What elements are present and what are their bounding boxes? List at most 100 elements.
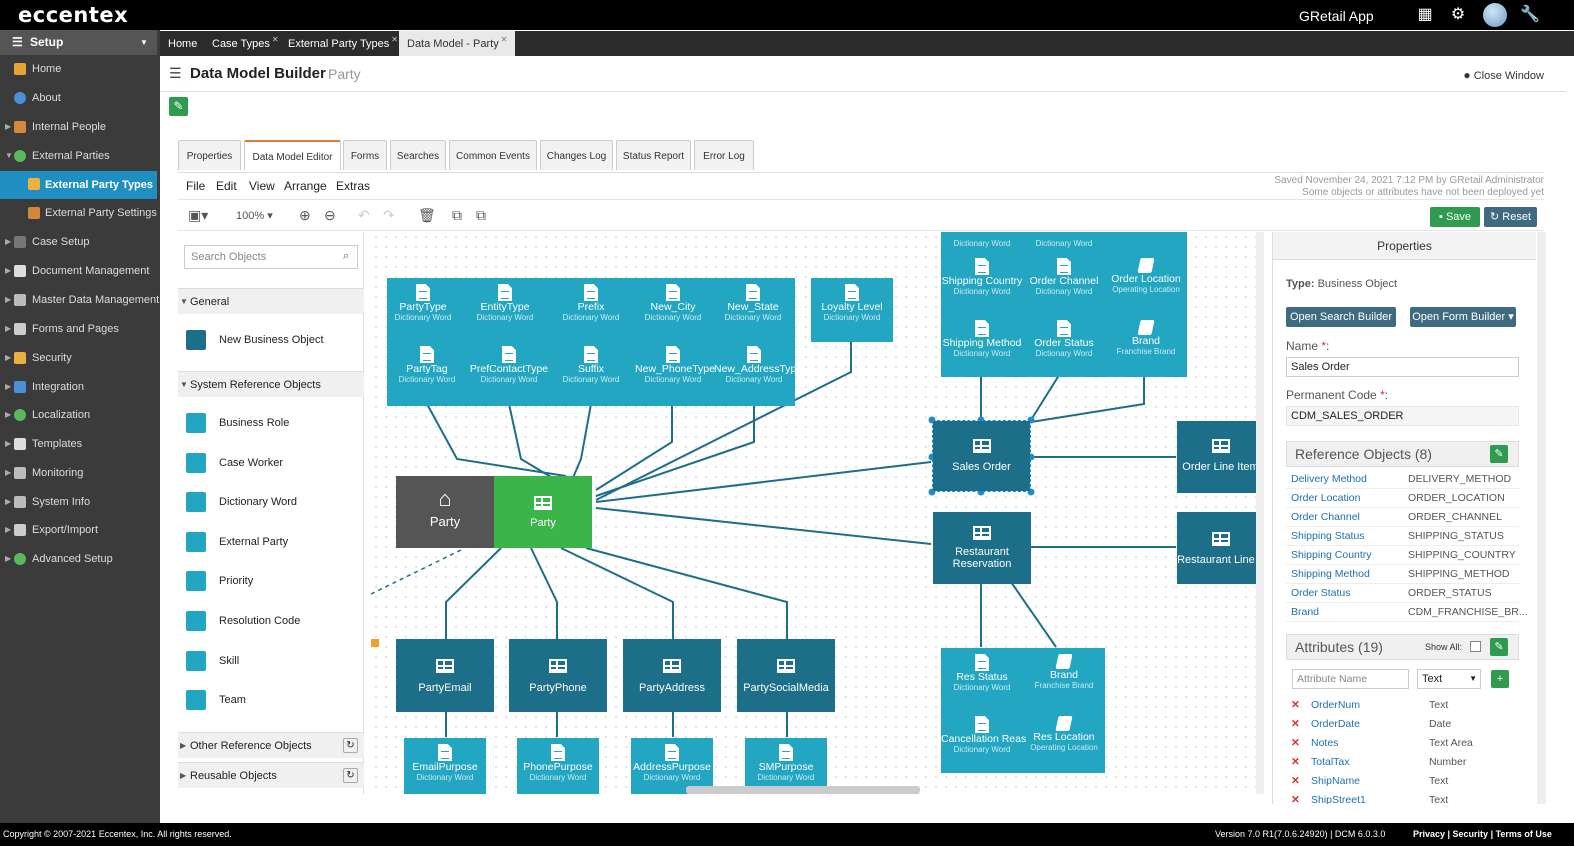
sidebar-item-case-setup[interactable]: ▶Case Setup bbox=[5, 236, 90, 248]
party-email-node[interactable]: PartyEmail bbox=[396, 639, 494, 712]
sidebar-item-localization[interactable]: ▶Localization bbox=[5, 409, 91, 421]
palette-new-business-object[interactable]: New Business Object bbox=[178, 325, 364, 355]
sidebar-item-internal-people[interactable]: ▶Internal People bbox=[5, 121, 106, 133]
palette-case-worker[interactable]: Case Worker bbox=[178, 448, 364, 478]
edit-references-button[interactable]: ✎ bbox=[1490, 445, 1508, 463]
party-phone-node[interactable]: PartyPhone bbox=[509, 639, 607, 712]
apps-grid-icon[interactable]: ▦ bbox=[1417, 6, 1433, 23]
section-reusable-objects[interactable]: ▶Reusable Objects↻ bbox=[178, 762, 364, 788]
sidebar-item-export-import[interactable]: ▶Export/Import bbox=[5, 524, 99, 536]
zoom-in-icon[interactable]: ⊕ bbox=[299, 207, 311, 223]
section-system-reference-objects[interactable]: ▼System Reference Objects bbox=[178, 371, 364, 397]
zoom-out-icon[interactable]: ⊖ bbox=[324, 207, 336, 223]
menu-edit[interactable]: Edit bbox=[216, 179, 237, 193]
save-button[interactable]: ▪ Save bbox=[1430, 207, 1480, 227]
add-attribute-button[interactable]: + bbox=[1491, 670, 1509, 688]
close-icon[interactable]: ✕ bbox=[500, 35, 508, 44]
sidebar-item-system-info[interactable]: ▶System Info bbox=[5, 496, 91, 508]
tab-searches[interactable]: Searches bbox=[390, 140, 446, 170]
menu-extras[interactable]: Extras bbox=[336, 179, 371, 193]
refresh-icon[interactable]: ↻ bbox=[343, 738, 358, 753]
close-icon[interactable]: ✕ bbox=[391, 35, 398, 44]
order-line-item-node[interactable]: Order Line Item bbox=[1177, 421, 1264, 493]
palette-priority[interactable]: Priority bbox=[178, 566, 364, 596]
restaurant-line-item-node[interactable]: Restaurant Line It bbox=[1177, 512, 1264, 584]
refresh-icon[interactable]: ↻ bbox=[343, 768, 358, 783]
app-logo[interactable]: eccentex bbox=[18, 3, 129, 27]
open-search-builder-button[interactable]: Open Search Builder ▾ bbox=[1286, 307, 1396, 343]
delete-icon[interactable]: ✕ bbox=[1291, 756, 1300, 768]
app-name[interactable]: GRetail App bbox=[1299, 8, 1374, 24]
open-form-builder-button[interactable]: Open Form Builder ▾ bbox=[1410, 307, 1516, 327]
search-objects-input[interactable]: Search Objects bbox=[184, 245, 358, 269]
tab-status-report[interactable]: Status Report bbox=[616, 140, 691, 170]
palette-business-role[interactable]: Business Role bbox=[178, 408, 364, 438]
tab-changes-log[interactable]: Changes Log bbox=[540, 140, 613, 170]
delete-icon[interactable]: ✕ bbox=[1291, 775, 1300, 787]
party-address-node[interactable]: PartyAddress bbox=[623, 639, 721, 712]
delete-icon[interactable]: 🗑 bbox=[418, 207, 436, 223]
sales-order-node[interactable]: Sales Order bbox=[932, 420, 1031, 492]
sidebar-item-templates[interactable]: ▶Templates bbox=[5, 438, 83, 450]
sidebar-item-forms-pages[interactable]: ▶Forms and Pages bbox=[5, 323, 119, 335]
sidebar-item-security[interactable]: ▶Security bbox=[5, 352, 72, 364]
sidebar-setup-header[interactable]: ☰ Setup ▼ bbox=[0, 30, 157, 55]
tab-error-log[interactable]: Error Log bbox=[694, 140, 754, 170]
delete-icon[interactable]: ✕ bbox=[1291, 737, 1300, 749]
undo-icon[interactable]: ↶ bbox=[358, 207, 370, 223]
section-general[interactable]: ▼General bbox=[178, 288, 364, 314]
palette-team[interactable]: Team bbox=[178, 685, 364, 715]
delete-icon[interactable]: ✕ bbox=[1291, 794, 1300, 804]
tab-properties[interactable]: Properties bbox=[178, 140, 241, 170]
restaurant-reservation-node[interactable]: Restaurant Reservation bbox=[933, 512, 1031, 584]
menu-file[interactable]: File bbox=[186, 179, 206, 193]
close-icon[interactable]: ✕ bbox=[271, 35, 279, 44]
tab-external-party-types[interactable]: External Party Types✕ bbox=[288, 35, 398, 50]
section-other-reference-objects[interactable]: ▶Other Reference Objects↻ bbox=[178, 732, 364, 758]
attribute-name-input[interactable]: Attribute Name bbox=[1292, 669, 1409, 689]
sidebar-item-master-data[interactable]: ▶Master Data Management bbox=[5, 294, 160, 306]
tab-case-types[interactable]: Case Types✕ bbox=[212, 35, 279, 50]
tab-data-model-editor[interactable]: Data Model Editor bbox=[244, 140, 341, 170]
edit-button[interactable]: ✎ bbox=[169, 97, 188, 116]
menu-arrange[interactable]: Arrange bbox=[284, 179, 327, 193]
horizontal-scrollbar[interactable] bbox=[686, 786, 920, 794]
party-social-media-node[interactable]: PartySocialMedia bbox=[737, 639, 835, 712]
sidebar-item-monitoring[interactable]: ▶Monitoring bbox=[5, 467, 84, 479]
search-icon[interactable]: ⌕ bbox=[343, 250, 350, 262]
properties-scrollbar[interactable] bbox=[1537, 232, 1546, 804]
sidebar-item-external-party-settings[interactable]: External Party Settings bbox=[0, 200, 157, 226]
sidebar-item-advanced-setup[interactable]: ▶Advanced Setup bbox=[5, 553, 113, 565]
wrench-icon[interactable]: 🔧 bbox=[1520, 6, 1540, 23]
zoom-select[interactable]: 100% ▾ bbox=[236, 210, 273, 222]
show-all-checkbox[interactable] bbox=[1470, 641, 1481, 652]
